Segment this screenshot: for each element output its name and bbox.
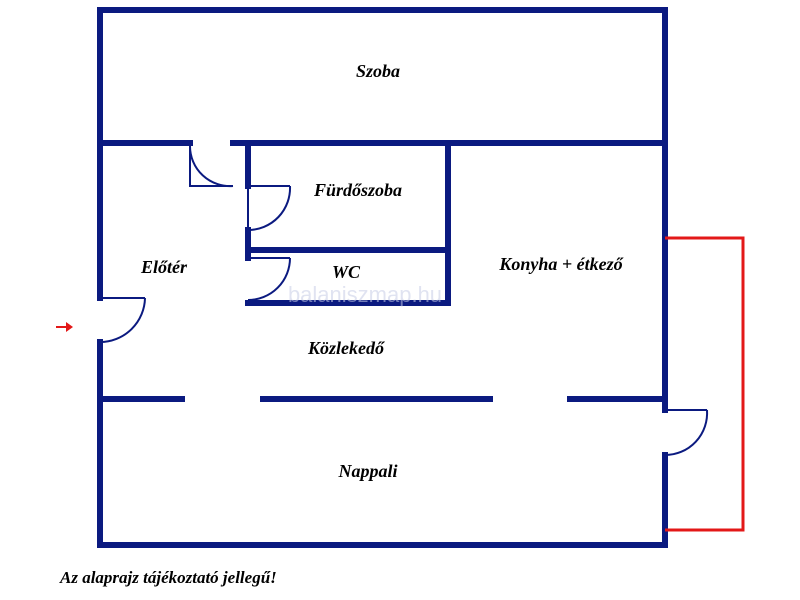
door-furdoszoba <box>247 185 292 232</box>
doors <box>99 145 709 457</box>
door-entrance <box>99 297 146 343</box>
balcony-outline <box>665 236 745 532</box>
room-label-szoba: Szoba <box>356 61 400 81</box>
room-label-konyha: Konyha + étkező <box>498 254 623 274</box>
room-label-kozlekedo: Közlekedő <box>307 338 385 358</box>
door-wc <box>247 257 291 301</box>
watermark: balaniszmap.hu <box>288 282 442 307</box>
interior-walls <box>97 140 668 402</box>
room-label-nappali: Nappali <box>337 461 397 481</box>
outer-walls <box>97 7 668 548</box>
room-label-eloter: Előtér <box>140 257 188 277</box>
room-label-wc: WC <box>332 262 361 282</box>
door-szoba <box>188 145 234 188</box>
door-balcony <box>664 409 709 457</box>
entry-arrow-icon <box>56 322 73 332</box>
disclaimer-note: Az alaprajz tájékoztató jellegű! <box>60 568 277 587</box>
room-label-furdoszoba: Fürdőszoba <box>313 180 402 200</box>
